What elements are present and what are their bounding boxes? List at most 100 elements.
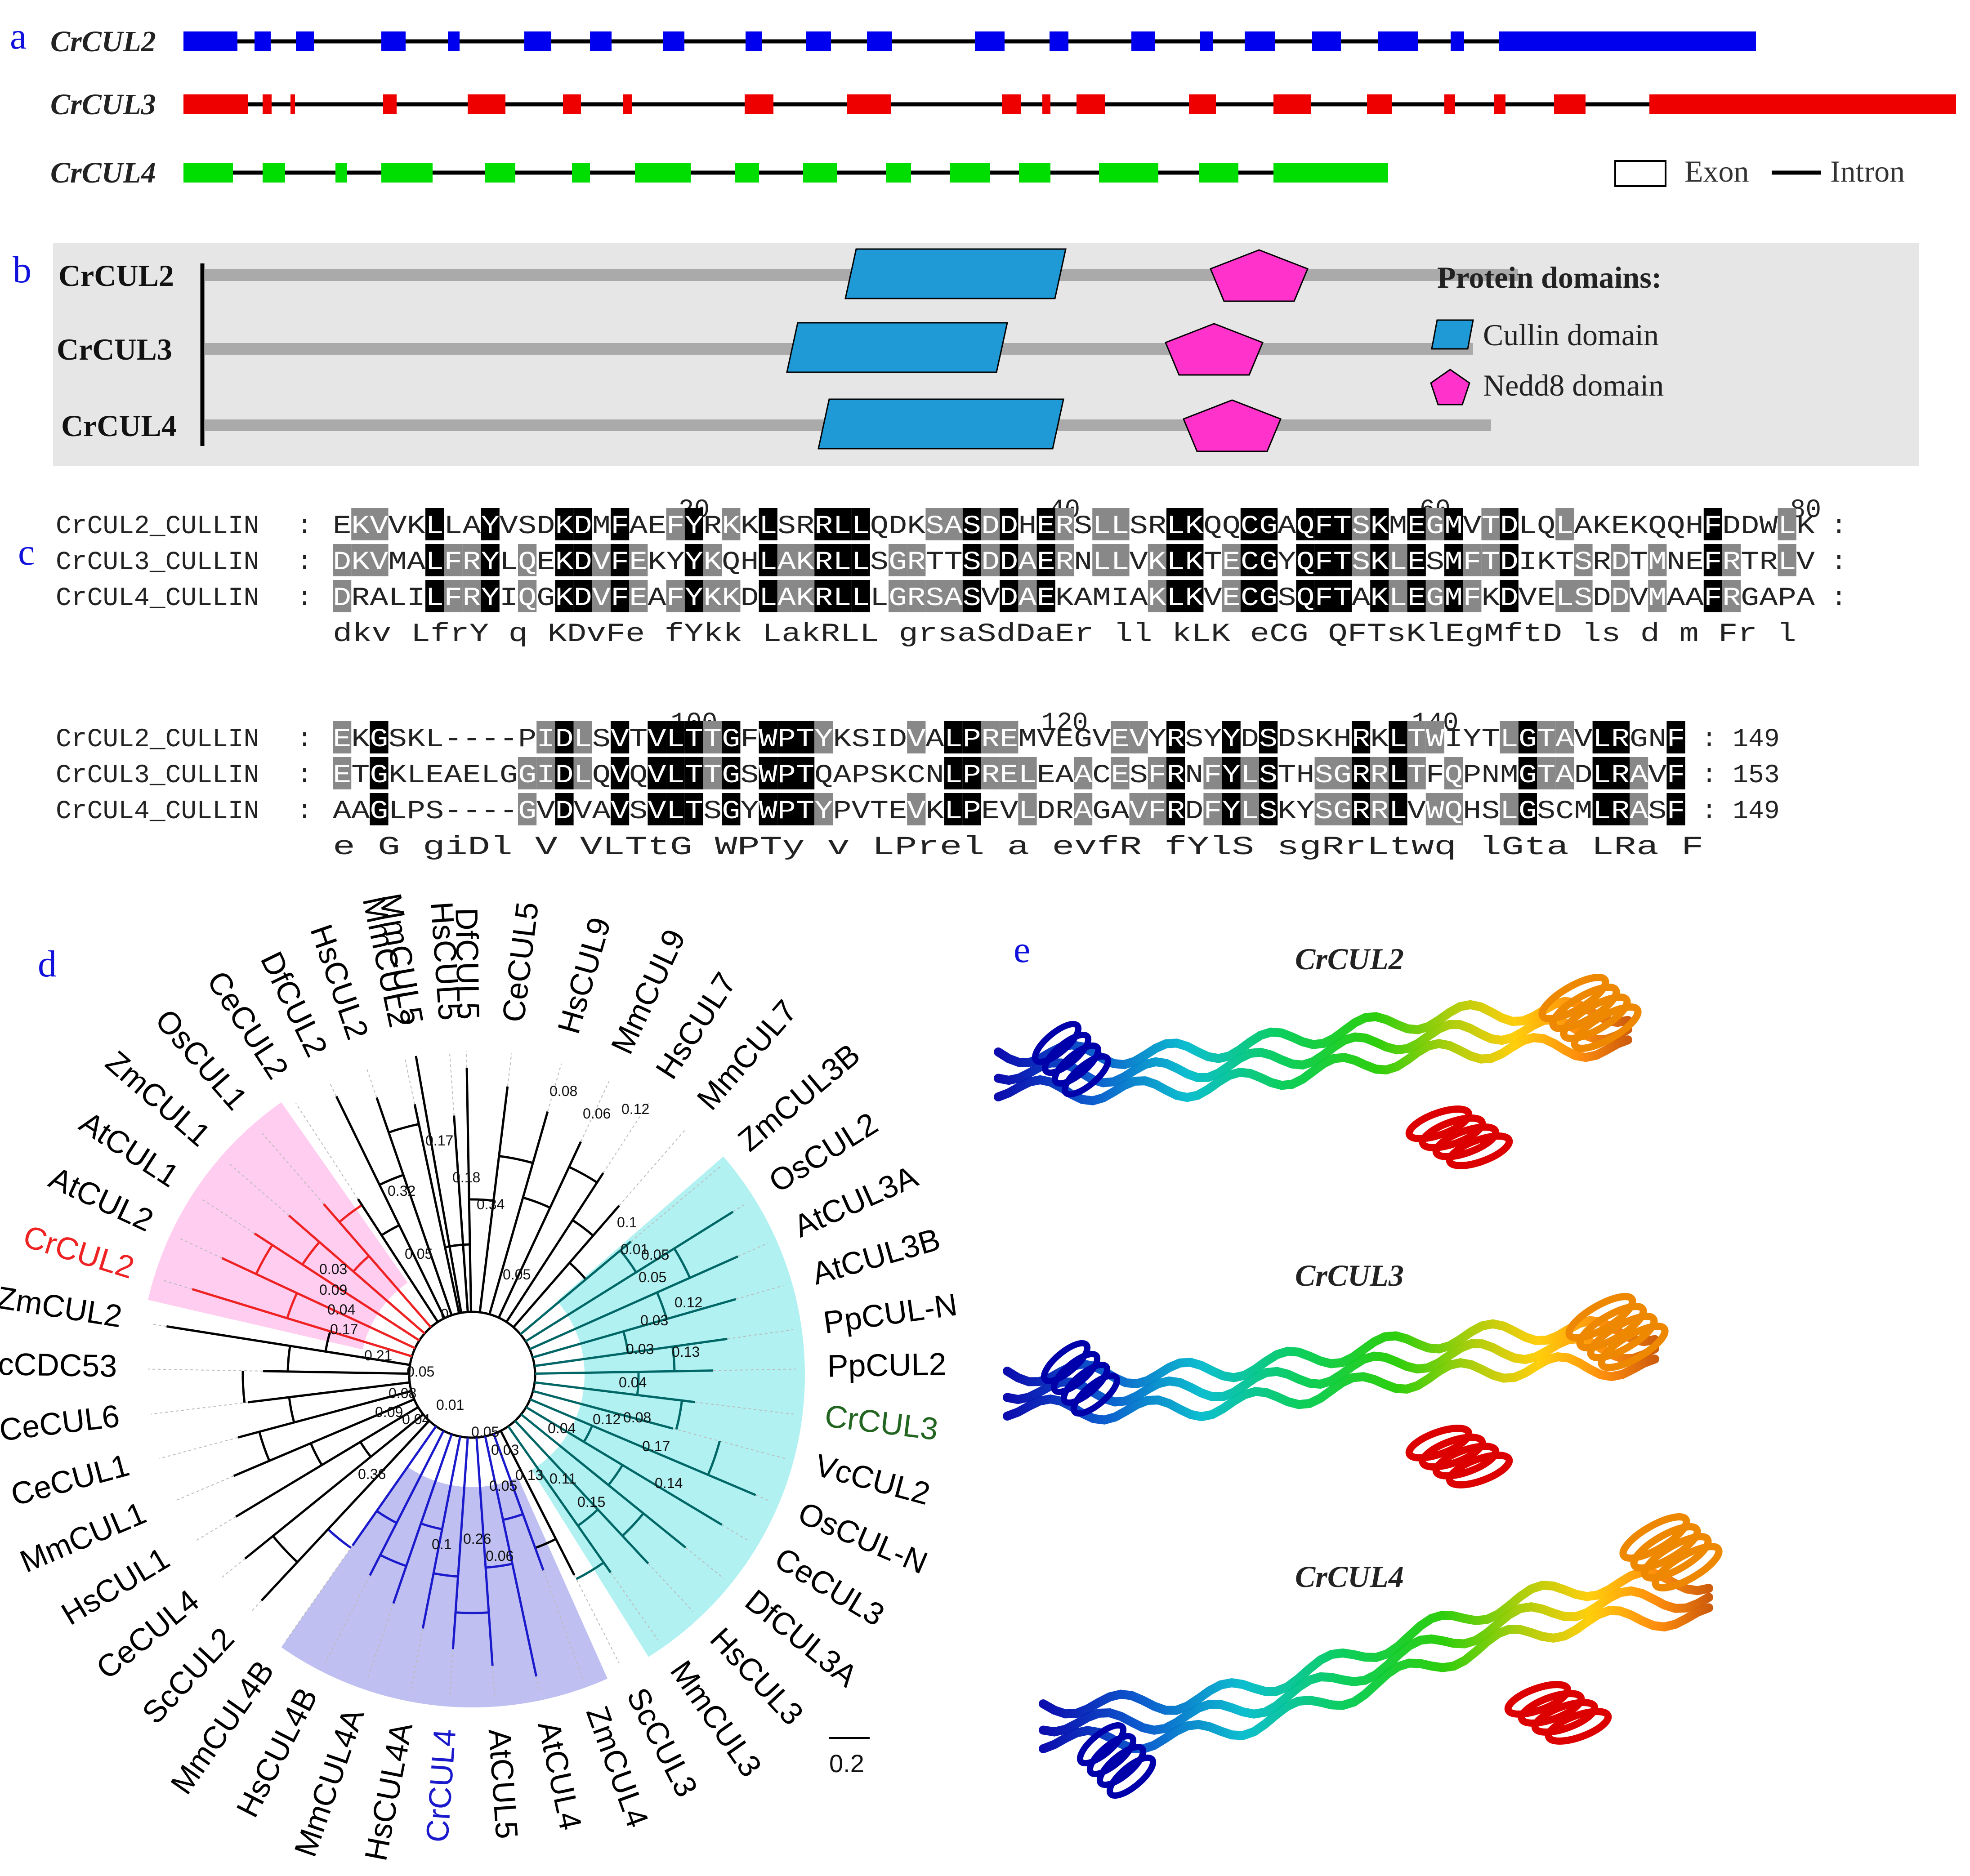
alignment-shade (1425, 793, 1444, 825)
tree-branch (375, 1097, 453, 1316)
tree-branch (535, 1369, 713, 1375)
branch-support-label: 0.17 (330, 1321, 358, 1337)
alignment-shade (851, 508, 870, 540)
tree-branch (260, 1420, 430, 1602)
alignment-shade (611, 580, 630, 612)
tree-branch (248, 1381, 410, 1404)
alignment-shade (722, 508, 741, 540)
alignment-shade (1240, 544, 1259, 576)
alignment-shade (796, 757, 815, 789)
tree-leader (727, 1329, 793, 1340)
alignment-shade (777, 757, 796, 789)
alignment-shade (1000, 757, 1019, 789)
alignment-shade (481, 580, 500, 612)
alignment-shade (1259, 580, 1278, 612)
tree-branch (392, 1434, 453, 1604)
tree-branch (532, 1298, 737, 1359)
branch-support-label: 0.05 (471, 1424, 499, 1440)
branch-support-label: 0.04 (619, 1374, 647, 1390)
alignment-shade (1148, 757, 1166, 789)
branch-support-label: 0.05 (405, 1246, 433, 1262)
alignment-shade (981, 508, 1000, 540)
alignment-shade (796, 580, 815, 612)
tree-leader (580, 1081, 610, 1142)
alignment-shade (796, 544, 815, 576)
alignment-shade (648, 721, 666, 753)
alignment-shade (1407, 721, 1426, 753)
exon-block (886, 163, 911, 183)
alignment-shade (555, 544, 574, 576)
exon-block (1002, 94, 1021, 114)
protein-name-crcul3: CrCUL3 (57, 332, 172, 366)
tree-leader (259, 1130, 324, 1205)
alignment-shade (1370, 757, 1389, 789)
alignment-shade (444, 580, 463, 612)
tree-internal-arc (381, 1224, 400, 1236)
alignment-shade (1148, 793, 1166, 825)
alignment-shade (962, 580, 981, 612)
alignment-shade (1259, 721, 1278, 753)
alignment-shade (1574, 544, 1593, 576)
tree-branch (233, 1398, 415, 1477)
alignment-shade (1222, 793, 1241, 825)
tree-branch (254, 1232, 420, 1341)
alignment-shade (629, 544, 648, 576)
alignment-shade (851, 580, 870, 612)
structure-orange-lobe (1560, 994, 1631, 1042)
branch-support-label: 0.12 (593, 1411, 621, 1427)
alignment-shade (1129, 721, 1148, 753)
branch-support-label: 0.01 (621, 1241, 648, 1257)
alignment-shade (333, 544, 352, 576)
domain-legend-title: Protein domains: (1437, 260, 1662, 294)
alignment-shade (1592, 757, 1611, 789)
exon-block (1451, 31, 1464, 51)
exon-block (590, 31, 612, 51)
exon-block (803, 163, 837, 183)
consensus-row: dkv LfrY q KDvFe fYkk LakRLL grsaSdDaEr … (333, 620, 1796, 649)
tree-leader (148, 1368, 264, 1372)
alignment-panel: c 20406080CrCUL2_CULLIN:EKVVKLLAYVSDKDMF… (18, 496, 1847, 862)
alignment-shade (611, 544, 630, 576)
structure-helix-ribbon (994, 1015, 1632, 1087)
branch-support-label: 0.13 (515, 1467, 543, 1483)
alignment-shade (518, 757, 537, 789)
alignment-shade (944, 757, 963, 789)
branch-support-label: 0.05 (503, 1266, 531, 1283)
tree-leader (227, 1162, 290, 1216)
intron-legend-label: Intron (1830, 154, 1905, 188)
exon-block (623, 94, 632, 114)
domain-legend: Protein domains: Cullin domain Nedd8 dom… (1430, 260, 1664, 406)
alignment-shade (1537, 721, 1556, 753)
alignment-shade (796, 793, 815, 825)
alignment-shade (1222, 721, 1241, 753)
exon-block (1019, 163, 1050, 183)
alignment-shade (1166, 721, 1185, 753)
tree-branch (335, 1096, 446, 1319)
branch-support-label: 0.1 (432, 1536, 451, 1552)
panel-label-b: b (13, 249, 31, 291)
alignment-shade (889, 580, 907, 612)
branch-support-label: 0.12 (621, 1101, 649, 1117)
alignment-shade (1555, 508, 1574, 540)
alignment-shade (555, 757, 574, 789)
tree-branch (519, 1240, 632, 1335)
alignment-shade (722, 580, 741, 612)
tree-branch (532, 1390, 673, 1430)
tree-leader (721, 1524, 750, 1542)
alignment-shade (370, 793, 389, 825)
alignment-shade (1481, 544, 1500, 576)
alignment-shade (1444, 580, 1463, 612)
alignment-shade (1036, 508, 1055, 540)
branch-support-label: 0.14 (655, 1475, 683, 1491)
alignment-shade (1333, 544, 1352, 576)
structure-orange-lobe (1576, 1303, 1647, 1351)
tree-leaf-label: CrCUL3 (823, 1398, 940, 1447)
tree-leader (648, 1563, 693, 1612)
tree-branch (488, 1111, 549, 1315)
tree-clade-shading (147, 1102, 805, 1707)
alignment-shade (333, 757, 352, 789)
alignment-shade (666, 580, 685, 612)
alignment-shade (1630, 757, 1648, 789)
